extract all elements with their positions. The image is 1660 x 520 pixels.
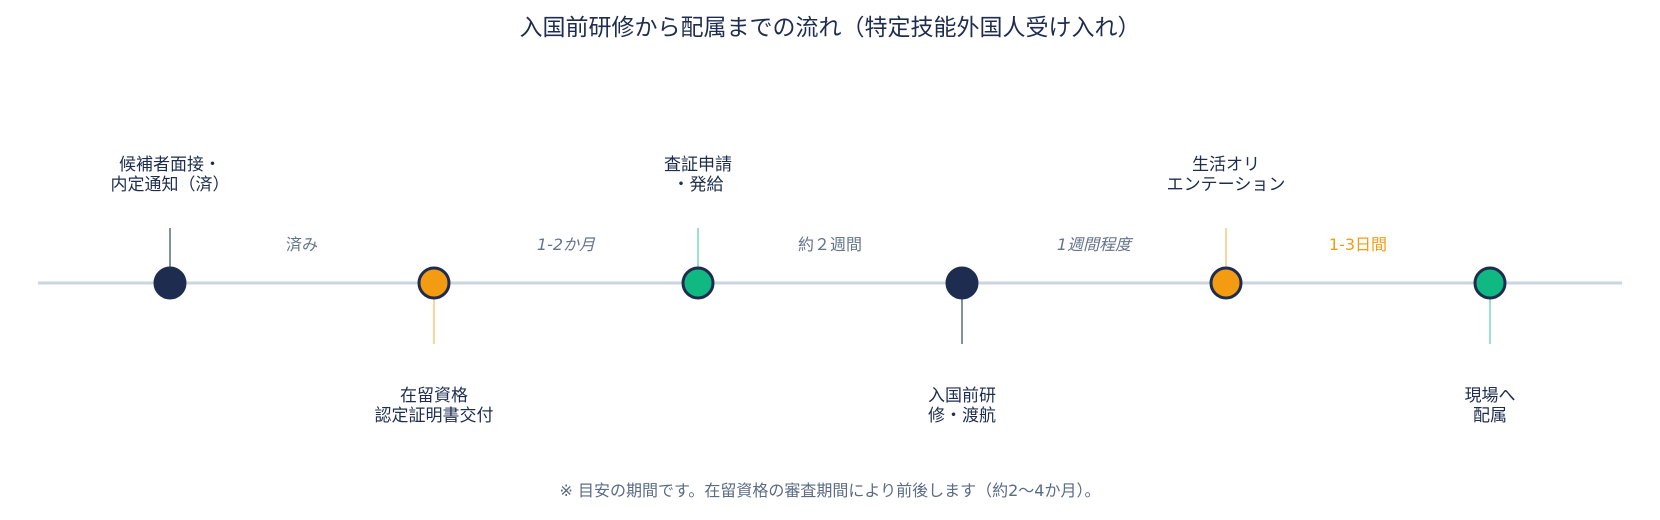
- interval-label: 1-3日間: [1329, 235, 1387, 254]
- milestone-label: 候補者面接・: [119, 155, 221, 175]
- intervals-layer: 済み 1-2か月 約２週間 1週間程度 1-3日間: [286, 235, 1387, 254]
- milestone: 入国前研修・渡航: [928, 266, 996, 426]
- milestone-marker: [1473, 266, 1507, 300]
- interval-label: 済み: [286, 235, 318, 254]
- interval-label: 1週間程度: [1057, 235, 1134, 254]
- milestone-label: エンテーション: [1167, 175, 1286, 195]
- interval-label: 約２週間: [798, 235, 862, 254]
- milestone-label: 内定通知（済）: [111, 175, 230, 195]
- milestone-label: 在留資格: [400, 386, 468, 406]
- milestone: 候補者面接・内定通知（済）: [111, 155, 230, 300]
- milestone-label: 認定証明書交付: [375, 406, 494, 426]
- milestone-marker: [1209, 266, 1243, 300]
- milestone-marker: [417, 266, 451, 300]
- footnote: ※ 目安の期間です。在留資格の審査期間により前後します（約2〜4か月）。: [559, 481, 1101, 500]
- milestone-marker: [153, 266, 187, 300]
- milestone-label: 入国前研: [928, 386, 996, 406]
- interval-label: 1-2か月: [537, 235, 596, 254]
- milestone-marker: [681, 266, 715, 300]
- milestone-label: 修・渡航: [928, 406, 996, 426]
- milestone: 査証申請・発給: [664, 155, 732, 300]
- page-title: 入国前研修から配属までの流れ（特定技能外国人受け入れ）: [519, 15, 1141, 41]
- milestone-label: ・発給: [673, 175, 724, 195]
- milestone-label: 生活オリ: [1192, 155, 1260, 175]
- milestone-label: 配属: [1473, 406, 1507, 426]
- milestone-label: 現場へ: [1465, 386, 1516, 406]
- milestone-marker: [945, 266, 979, 300]
- milestone-label: 査証申請: [664, 155, 732, 175]
